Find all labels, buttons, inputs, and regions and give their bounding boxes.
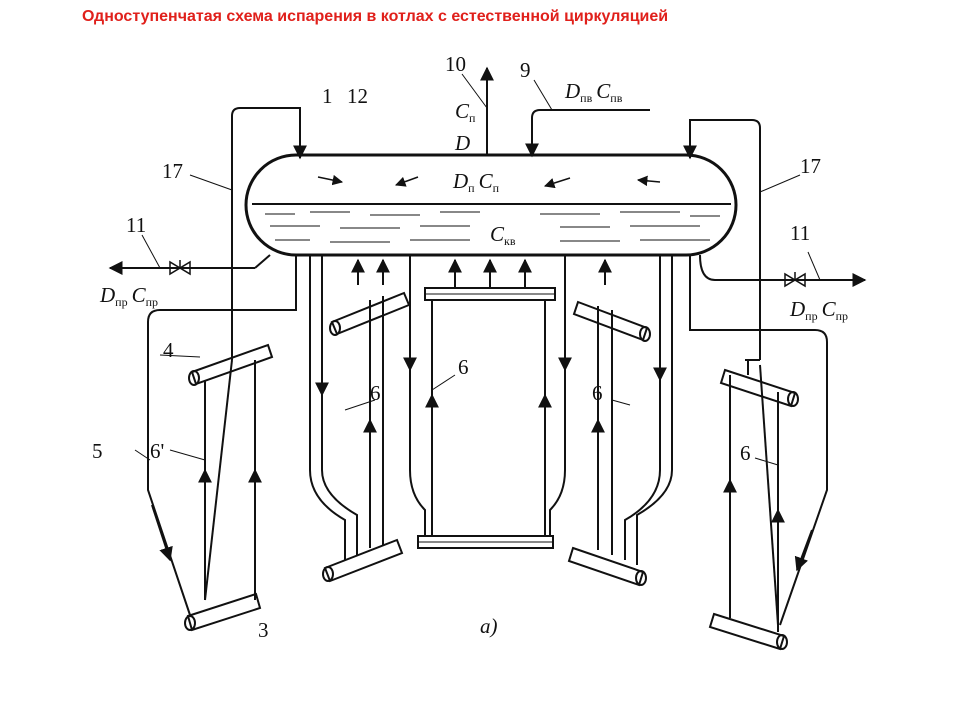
label-4: 4 [163,338,174,362]
label-6-b: 6 [458,355,469,379]
label-12: 12 [347,84,368,108]
steam-outlet-pipe [461,66,494,155]
label-1: 1 [322,84,333,108]
right-outer-circuit [689,255,828,651]
header-4 [188,343,274,386]
label-17-left: 17 [162,159,183,183]
label-ckv: Cкв [490,222,516,248]
label-6-d: 6 [740,441,751,465]
label-17-right: 17 [800,154,821,178]
upper-header-far-right [719,368,799,408]
label-cp: Cп [455,99,476,125]
label-3: 3 [258,618,269,642]
left-blowdown-11 [108,234,271,276]
label-5: 5 [92,439,103,463]
label-6-prime: 6' [150,439,164,463]
upper-header-right [572,300,651,342]
label-11-left: 11 [126,213,146,237]
header-3 [184,592,262,632]
right-downcomer-17 [683,119,801,360]
feedwater-pipe [525,79,650,158]
lower-header-left [322,538,404,583]
right-blowdown-11 [699,251,867,288]
left-outer-circuit [134,255,297,632]
label-9: 9 [520,58,531,82]
lower-header-center [417,535,554,549]
right-inner-circuit [567,255,673,587]
water-hatching [265,211,720,243]
label-6-c: 6 [592,381,603,405]
label-6-a: 6 [370,381,381,405]
lower-header-right [567,546,647,587]
slide-title: Одноступенчатая схема испарения в котлах… [82,8,669,25]
drum [244,153,738,257]
central-circuit [403,255,572,549]
lower-header-far-right [708,612,788,651]
left-inner-circuit [309,255,411,583]
upper-header-center [424,287,556,301]
figure-label: а) [480,614,498,638]
label-d: D [454,131,470,155]
label-10: 10 [445,52,466,76]
label-11-right: 11 [790,221,810,245]
left-downcomer-17 [189,107,307,360]
